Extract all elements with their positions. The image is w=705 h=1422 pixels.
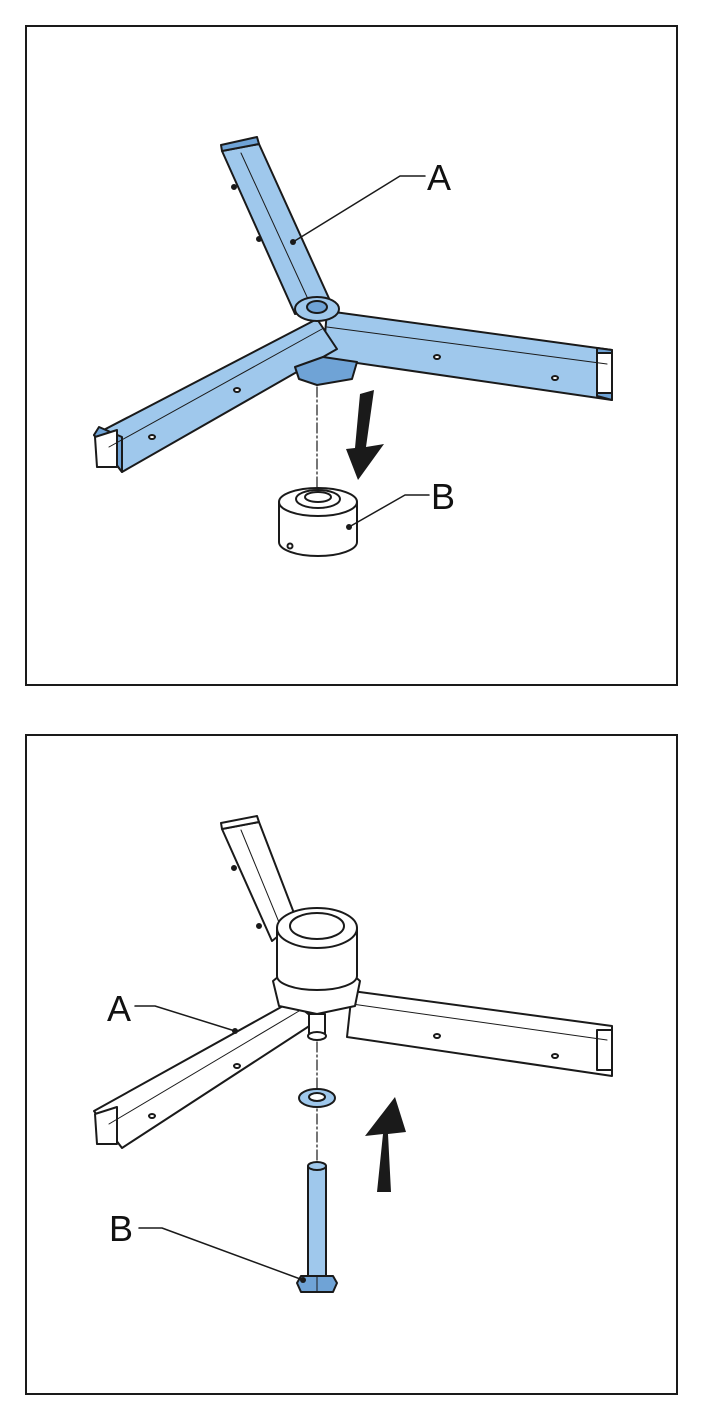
callout-label-a: A	[427, 157, 452, 198]
base-arm-back	[220, 136, 333, 315]
assembly-step-2-panel: A B	[25, 734, 678, 1395]
leader-line-a	[292, 175, 426, 243]
assembly-step-1-panel: A B	[25, 25, 678, 686]
direction-arrow-down-icon	[346, 390, 384, 480]
direction-arrow-up-icon	[365, 1097, 406, 1192]
insert-part-b	[278, 487, 358, 557]
base-arm-left	[93, 318, 338, 473]
leader-line-b	[138, 1227, 304, 1281]
callout-label-a: A	[107, 988, 132, 1029]
step-1-illustration	[93, 136, 613, 557]
base-hub-with-insert	[272, 907, 361, 1041]
base-arm-right	[346, 990, 613, 1077]
base-arm-right	[322, 310, 613, 401]
step-2-illustration	[93, 815, 613, 1293]
callout-label-b: B	[431, 476, 456, 517]
leader-line-a	[134, 1005, 236, 1032]
leader-line-b	[348, 494, 430, 528]
washer	[298, 1088, 336, 1108]
base-hub	[294, 296, 358, 386]
bolt-part-b	[296, 1161, 338, 1293]
callout-label-b: B	[109, 1208, 134, 1249]
